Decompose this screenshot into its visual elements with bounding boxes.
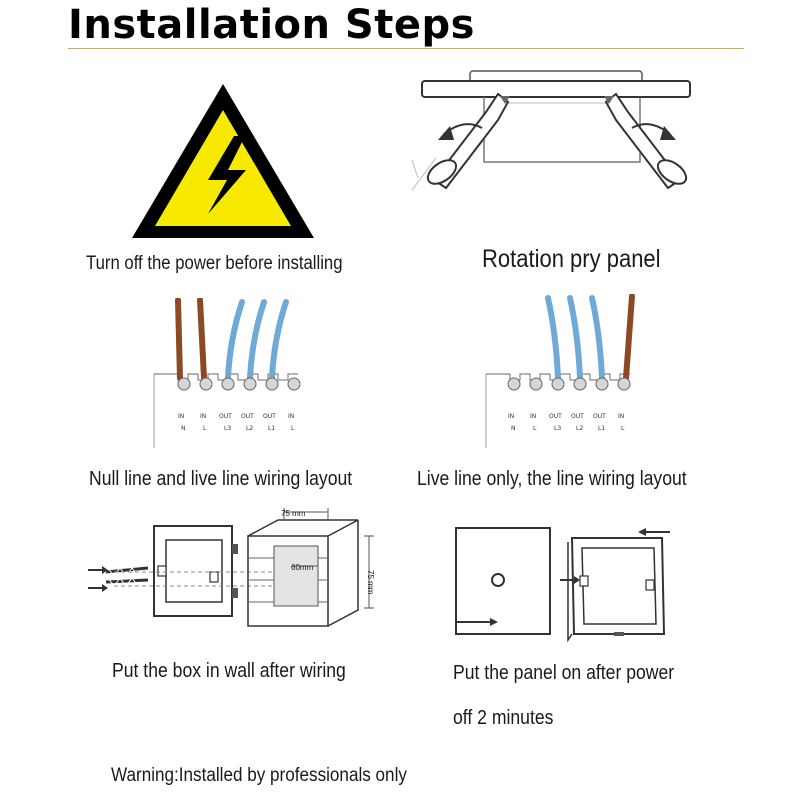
wiring-diagram-live-only: IN IN OUT OUT OUT IN N L L3 L2 L1 L — [485, 294, 635, 448]
step-caption-live-only: Live line only, the line wiring layout — [417, 468, 687, 490]
box-height-dimension: 75 mm — [366, 570, 375, 595]
svg-text:L: L — [203, 425, 207, 432]
svg-text:L1: L1 — [598, 425, 605, 432]
svg-text:L2: L2 — [576, 425, 583, 432]
svg-text:L2: L2 — [246, 425, 253, 432]
pry-panel-illustration — [411, 70, 691, 191]
svg-text:OUT: OUT — [593, 413, 606, 420]
svg-text:IN: IN — [178, 413, 184, 420]
step-caption-power-off: Turn off the power before installing — [86, 253, 343, 274]
svg-text:L1: L1 — [268, 425, 275, 432]
svg-text:OUT: OUT — [571, 413, 584, 420]
svg-text:L: L — [291, 425, 295, 432]
svg-text:OUT: OUT — [549, 413, 562, 420]
step-caption-null-and-live: Null line and live line wiring layout — [89, 468, 353, 490]
step-caption-panel-on-line2: off 2 minutes — [453, 707, 554, 729]
warning-note: Warning:Installed by professionals only — [111, 765, 407, 786]
panel-mount-illustration — [455, 527, 670, 643]
svg-text:OUT: OUT — [241, 413, 254, 420]
svg-text:IN: IN — [530, 413, 536, 420]
wall-box-illustration — [88, 508, 374, 627]
svg-text:OUT: OUT — [219, 413, 232, 420]
box-width-dimension: 75 mm — [281, 509, 306, 518]
title-divider — [68, 48, 744, 49]
high-voltage-warning-icon — [132, 84, 314, 238]
svg-text:L3: L3 — [554, 425, 561, 432]
svg-text:IN: IN — [508, 413, 514, 420]
svg-text:L3: L3 — [224, 425, 231, 432]
wiring-diagram-null-and-live: IN IN OUT OUT OUT IN N L L3 L2 L1 L — [153, 298, 301, 448]
svg-text:IN: IN — [288, 413, 294, 420]
svg-text:OUT: OUT — [263, 413, 276, 420]
step-caption-panel-on-line1: Put the panel on after power — [453, 662, 675, 684]
box-depth-dimension: 60mm — [291, 563, 314, 572]
step-caption-rotation-pry: Rotation pry panel — [482, 245, 661, 273]
svg-text:L: L — [533, 425, 537, 432]
svg-text:N: N — [511, 425, 516, 432]
svg-text:L: L — [621, 425, 625, 432]
svg-text:IN: IN — [200, 413, 206, 420]
svg-text:IN: IN — [618, 413, 624, 420]
step-caption-box-in-wall: Put the box in wall after wiring — [112, 660, 346, 682]
page-title: Installation Steps — [68, 2, 475, 48]
svg-text:N: N — [181, 425, 186, 432]
